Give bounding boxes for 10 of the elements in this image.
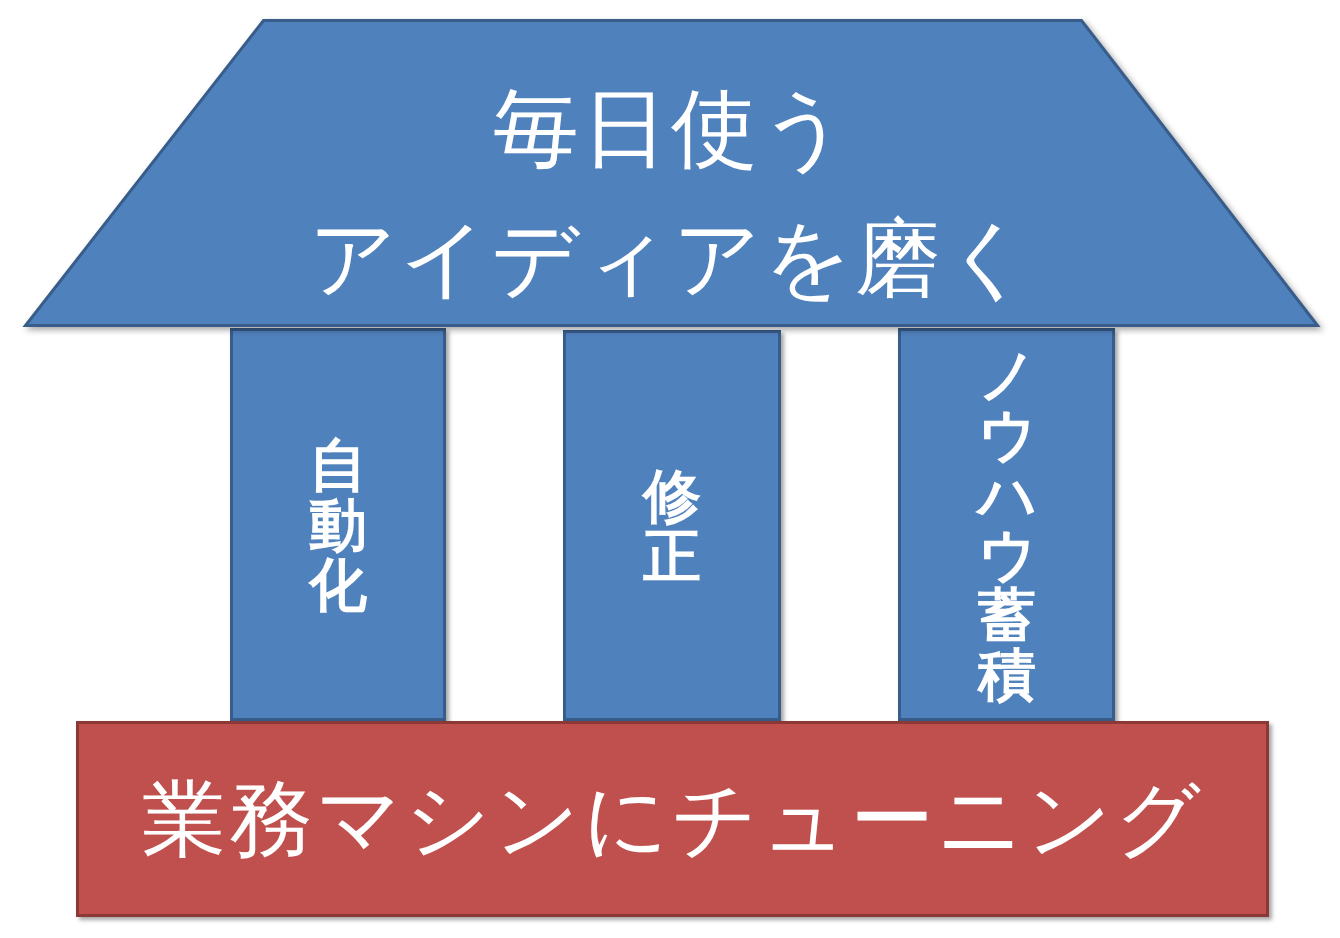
pillar-label: 自動化 (309, 434, 367, 615)
pillar-label: 修正 (643, 465, 701, 586)
pillar-box (563, 330, 781, 721)
base-label: 業務マシンにチューニング (141, 777, 1204, 861)
roof-title: 毎日使うアイディアを磨く (309, 77, 1035, 310)
pillar-box (230, 328, 446, 721)
pillar-label: ノウハウ蓄積 (977, 344, 1036, 705)
pillar-box (898, 328, 1115, 721)
roof-trapezoid (24, 19, 1319, 327)
base-box (76, 721, 1269, 917)
